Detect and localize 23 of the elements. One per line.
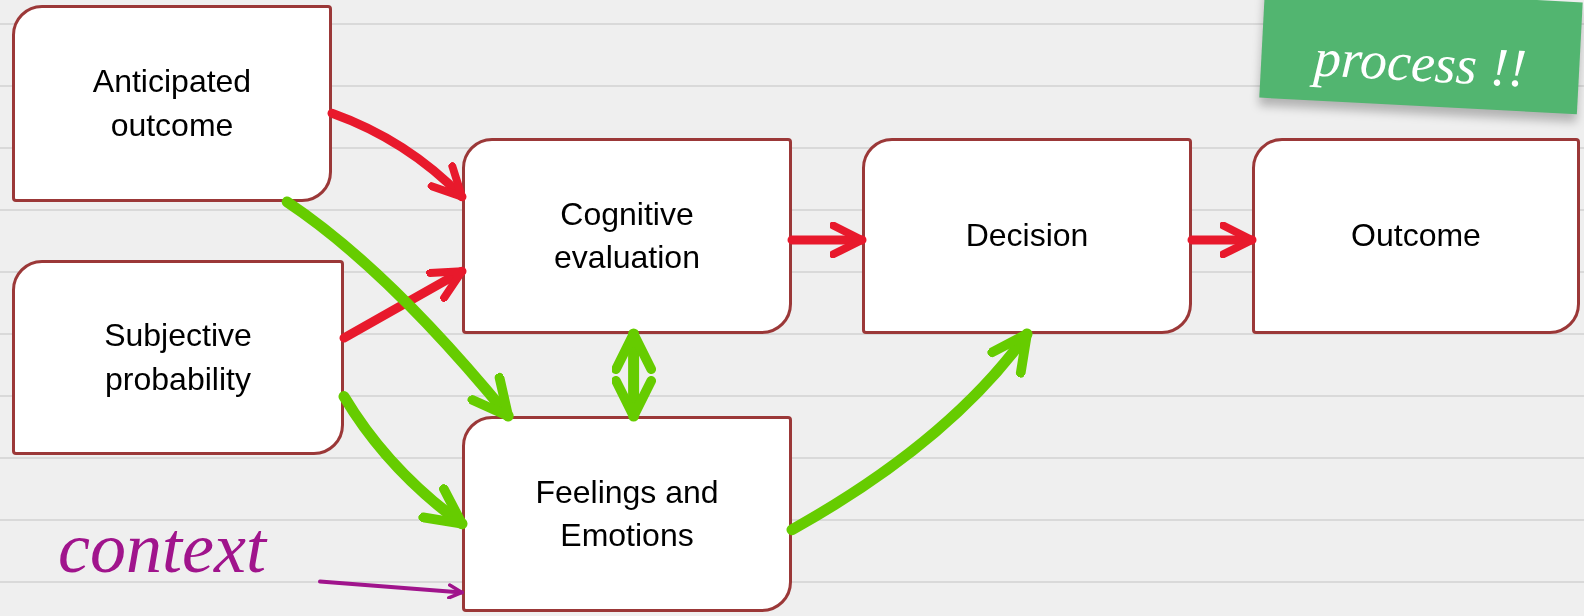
arrow	[327, 108, 467, 202]
process-box	[462, 416, 792, 612]
node-label: Anticipated outcome	[91, 62, 253, 145]
process-box	[462, 138, 792, 334]
process-box	[12, 260, 344, 455]
arrow	[318, 579, 464, 600]
process-box	[1252, 138, 1580, 334]
arrow	[338, 391, 468, 530]
arrow	[281, 196, 514, 422]
node-label: Cognitive evaluation	[553, 194, 701, 277]
process-box	[12, 5, 332, 202]
node-label: Outcome	[1351, 216, 1481, 256]
arrow	[787, 221, 867, 259]
node-label: Feelings and Emotions	[534, 472, 720, 555]
node-label: Decision	[965, 216, 1089, 256]
arrow	[1187, 221, 1257, 259]
arrow	[786, 328, 1033, 536]
handwritten-note: context	[58, 512, 266, 584]
node-label: Subjective probability	[103, 316, 253, 399]
sticky-note	[1259, 0, 1583, 115]
process-box	[862, 138, 1192, 334]
arrow	[611, 328, 657, 422]
arrow	[339, 266, 467, 343]
